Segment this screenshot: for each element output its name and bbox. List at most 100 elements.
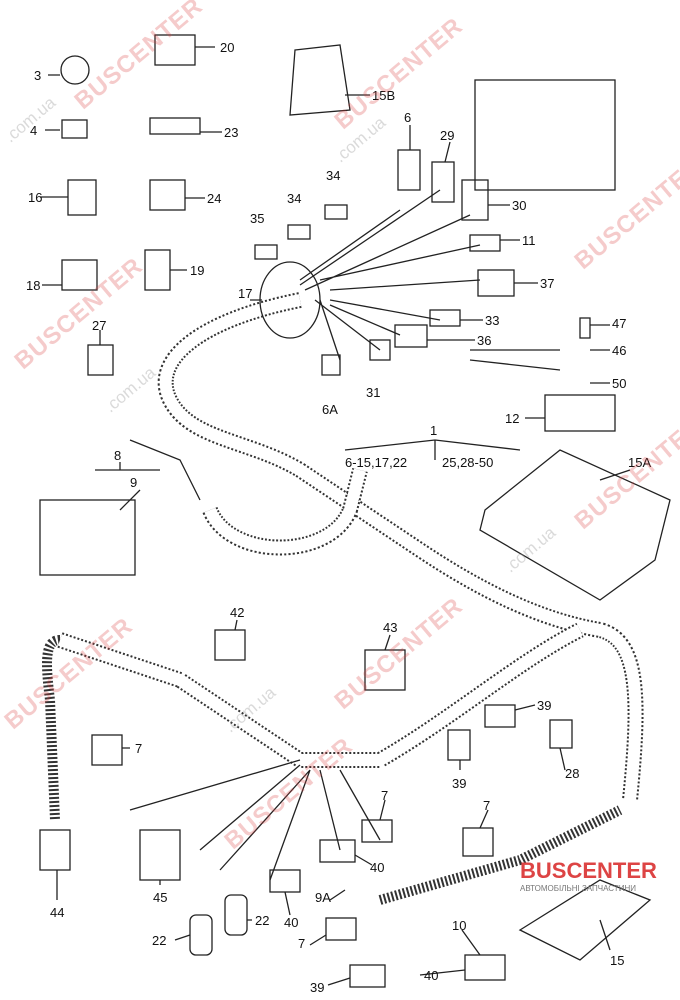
label-7c: 7 — [483, 798, 490, 813]
sensor-22b — [224, 894, 248, 936]
label-29: 29 — [440, 128, 454, 143]
label-16: 16 — [28, 190, 42, 205]
connector-40b — [269, 869, 301, 893]
label-7d: 7 — [298, 936, 305, 951]
label-40c: 40 — [424, 968, 438, 983]
connector-42 — [214, 629, 246, 661]
label-40b: 40 — [284, 915, 298, 930]
label-18: 18 — [26, 278, 40, 293]
label-20: 20 — [220, 40, 234, 55]
label-12: 12 — [505, 411, 519, 426]
connector-34b — [287, 224, 311, 240]
connector-44 — [39, 829, 71, 871]
clip-20 — [154, 34, 196, 66]
label-24: 24 — [207, 191, 221, 206]
label-3: 3 — [34, 68, 41, 83]
connector-39a — [484, 704, 516, 728]
label-15a: 15A — [628, 455, 651, 470]
label-4: 4 — [30, 123, 37, 138]
fuse-holder-12 — [544, 394, 616, 432]
label-46: 46 — [612, 343, 626, 358]
sensor-22a — [189, 914, 213, 956]
connector-6 — [397, 149, 421, 191]
connector-7c — [462, 827, 494, 857]
clip-16 — [67, 179, 97, 216]
connector-7b — [361, 819, 393, 843]
label-7a: 7 — [135, 741, 142, 756]
label-27: 27 — [92, 318, 106, 333]
clip-24 — [149, 179, 186, 211]
buscenter-logo: BUSCENTER АВТОМОБІЛЬНІ ЗАПЧАСТИНИ — [520, 858, 657, 893]
connector-45 — [139, 829, 181, 881]
clamp-3 — [60, 55, 90, 85]
connector-37 — [477, 269, 515, 297]
clip-4 — [61, 119, 88, 139]
label-17: 17 — [238, 286, 252, 301]
relay-box — [474, 79, 616, 191]
clip-19 — [144, 249, 171, 291]
connector-7a — [91, 734, 123, 766]
bracket-15a — [479, 449, 671, 601]
connector-40c — [464, 954, 506, 981]
connector-11 — [469, 234, 501, 252]
connector-28 — [549, 719, 573, 749]
bolt-47 — [579, 317, 591, 339]
clip-18 — [61, 259, 98, 291]
logo-tagline: АВТОМОБІЛЬНІ ЗАПЧАСТИНИ — [520, 884, 636, 893]
label-10: 10 — [452, 918, 466, 933]
label-43: 43 — [383, 620, 397, 635]
label-39b: 39 — [452, 776, 466, 791]
label-42: 42 — [230, 605, 244, 620]
connector-40a — [319, 839, 356, 863]
harness-bottom-branch — [378, 805, 623, 905]
label-1-range-a: 6-15,17,22 — [345, 455, 407, 470]
label-22b: 22 — [255, 913, 269, 928]
label-19: 19 — [190, 263, 204, 278]
label-33: 33 — [485, 313, 499, 328]
ecu-connector-9 — [39, 499, 136, 576]
label-34a: 34 — [326, 168, 340, 183]
connector-35 — [254, 244, 278, 260]
label-6a: 6A — [322, 402, 338, 417]
label-9a: 9A — [315, 890, 331, 905]
label-9: 9 — [130, 475, 137, 490]
label-35: 35 — [250, 211, 264, 226]
label-50: 50 — [612, 376, 626, 391]
label-15: 15 — [610, 953, 624, 968]
connector-33 — [429, 309, 461, 327]
plate-15 — [518, 879, 652, 961]
label-23: 23 — [224, 125, 238, 140]
label-28: 28 — [565, 766, 579, 781]
connector-36 — [394, 324, 428, 348]
label-39a: 39 — [537, 698, 551, 713]
label-34b: 34 — [287, 191, 301, 206]
connector-6a — [321, 354, 341, 376]
connector-39c — [349, 964, 386, 988]
label-1-range-b: 25,28-50 — [442, 455, 493, 470]
harness-left-branch — [42, 635, 61, 821]
label-36: 36 — [477, 333, 491, 348]
connector-39b — [447, 729, 471, 761]
bracket-15b — [289, 44, 351, 116]
label-15b: 15B — [372, 88, 395, 103]
label-6: 6 — [404, 110, 411, 125]
label-45: 45 — [153, 890, 167, 905]
label-37: 37 — [540, 276, 554, 291]
label-44: 44 — [50, 905, 64, 920]
label-8: 8 — [114, 448, 121, 463]
logo-brand: BUSCENTER — [520, 858, 657, 883]
label-22a: 22 — [152, 933, 166, 948]
label-31: 31 — [366, 385, 380, 400]
label-47: 47 — [612, 316, 626, 331]
connector-7d — [325, 917, 357, 941]
connector-29 — [431, 161, 455, 203]
connector-31 — [369, 339, 391, 361]
label-7b: 7 — [381, 788, 388, 803]
label-30: 30 — [512, 198, 526, 213]
clip-23 — [149, 117, 201, 135]
label-40a: 40 — [370, 860, 384, 875]
label-1: 1 — [430, 423, 437, 438]
label-39c: 39 — [310, 980, 324, 995]
